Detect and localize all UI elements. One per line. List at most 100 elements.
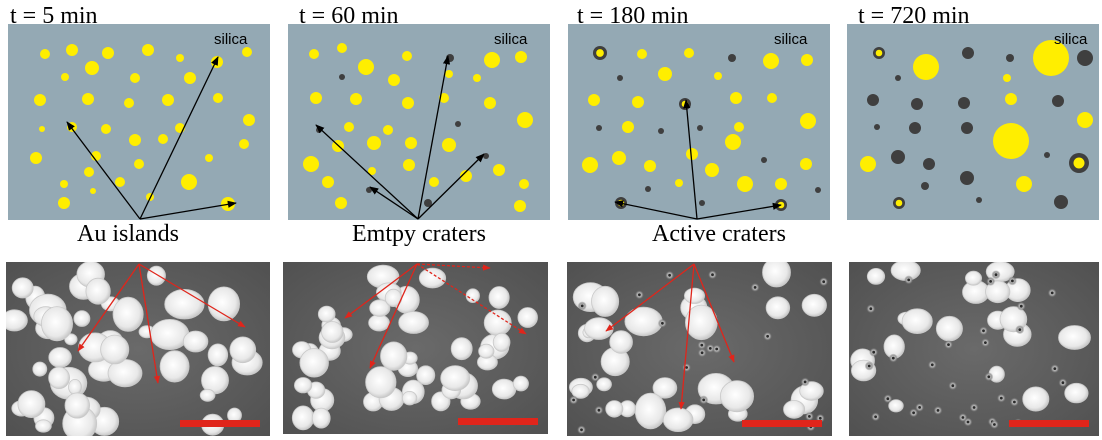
sem-crater-pit [1019, 304, 1023, 308]
pointer-arrow [417, 153, 485, 220]
scale-bar [180, 420, 260, 427]
substrate-label-1: silica [214, 31, 248, 48]
sem-particle [801, 293, 827, 317]
au-island [213, 93, 223, 103]
sem-crater-pit [708, 347, 712, 350]
sem-particle [48, 366, 70, 390]
sem-crater-pit [715, 347, 719, 351]
sem-particle [401, 391, 418, 406]
au-island [82, 93, 94, 105]
au-island [442, 138, 456, 152]
sem-crater-pit [961, 416, 965, 419]
sem-crater-pit [874, 415, 877, 419]
au-island [350, 93, 362, 105]
sem-arrows-2 [344, 263, 527, 369]
sem-pointer-arrow [344, 263, 418, 319]
sem-particle [299, 348, 329, 378]
sem-particle [64, 392, 91, 419]
sem-particle [41, 306, 74, 342]
au-island [993, 123, 1029, 159]
pointer-arrow [315, 124, 419, 220]
empty-crater [1006, 54, 1014, 62]
empty-crater [891, 150, 905, 164]
au-island [588, 94, 600, 106]
empty-crater [1077, 50, 1093, 66]
sem-crater-pit [1061, 381, 1065, 385]
sem-particles [850, 262, 1091, 429]
sem-particle [965, 270, 983, 286]
empty-crater [962, 47, 974, 59]
sem-particle [1064, 382, 1089, 404]
sem-particle [478, 343, 495, 359]
sem-arrows-1 [77, 263, 246, 384]
au-island [439, 93, 449, 103]
empty-crater [895, 75, 901, 81]
au-island [58, 197, 70, 209]
sem-particle [32, 361, 48, 377]
sem-particle [662, 407, 694, 433]
au-island [800, 158, 812, 170]
au-island [473, 74, 481, 82]
sem-crater-pit [867, 364, 871, 368]
sem-particle [6, 309, 28, 332]
au-island [30, 152, 42, 164]
sem-crater-pit [597, 408, 601, 412]
au-island [429, 177, 439, 187]
sem-crater-pit [700, 343, 704, 347]
sem-particle [207, 343, 229, 367]
au-island [40, 49, 50, 59]
sem-pointer-arrow [416, 263, 491, 271]
au-island [517, 112, 533, 128]
empty-crater [1044, 152, 1050, 158]
sem-particle [652, 377, 678, 399]
au-island [344, 122, 354, 132]
sem-particle [365, 366, 397, 399]
sem-crater-pit [982, 329, 985, 333]
au-island [484, 52, 500, 68]
sem-crater-pit [987, 375, 991, 379]
au-island [101, 124, 111, 134]
au-island [181, 174, 197, 190]
sem-particle [517, 307, 538, 328]
au-island [337, 43, 347, 53]
au-island [582, 157, 598, 173]
scale-bar [742, 420, 822, 427]
sem-particle [720, 380, 755, 413]
empty-crater [697, 125, 703, 131]
au-island [184, 72, 196, 84]
sem-particle [182, 330, 209, 353]
active-crater-island [681, 100, 689, 108]
sem-particle [100, 334, 130, 365]
sem-particle [293, 377, 313, 394]
au-island [1003, 74, 1011, 82]
pointer-arrow [139, 200, 237, 220]
sem-particle [146, 265, 166, 286]
au-island [39, 126, 45, 132]
sem-crater-pit [711, 273, 714, 277]
sem-particle [159, 350, 190, 383]
sem-particle [765, 296, 791, 320]
au-island [644, 160, 656, 172]
au-island [162, 94, 174, 106]
au-island [34, 94, 46, 106]
au-island [801, 54, 813, 66]
sem-particle [888, 399, 904, 413]
sem-crater-pit [891, 356, 895, 360]
sem-particle [311, 407, 331, 429]
sem-particle [398, 311, 429, 334]
sem-crater-pit [993, 423, 996, 426]
au-island [205, 154, 213, 162]
au-island [658, 67, 672, 81]
au-island [725, 134, 741, 150]
sem-particle [112, 296, 144, 332]
au-island [519, 179, 529, 189]
au-island [85, 61, 99, 75]
au-island [115, 177, 125, 187]
au-island [242, 47, 252, 57]
sem-crater-pit [766, 334, 769, 338]
active-crater-island [875, 49, 883, 57]
au-island [763, 53, 779, 69]
schematic-particles [303, 43, 533, 212]
sem-particle [492, 332, 511, 352]
sem-crater-pit [580, 304, 584, 308]
